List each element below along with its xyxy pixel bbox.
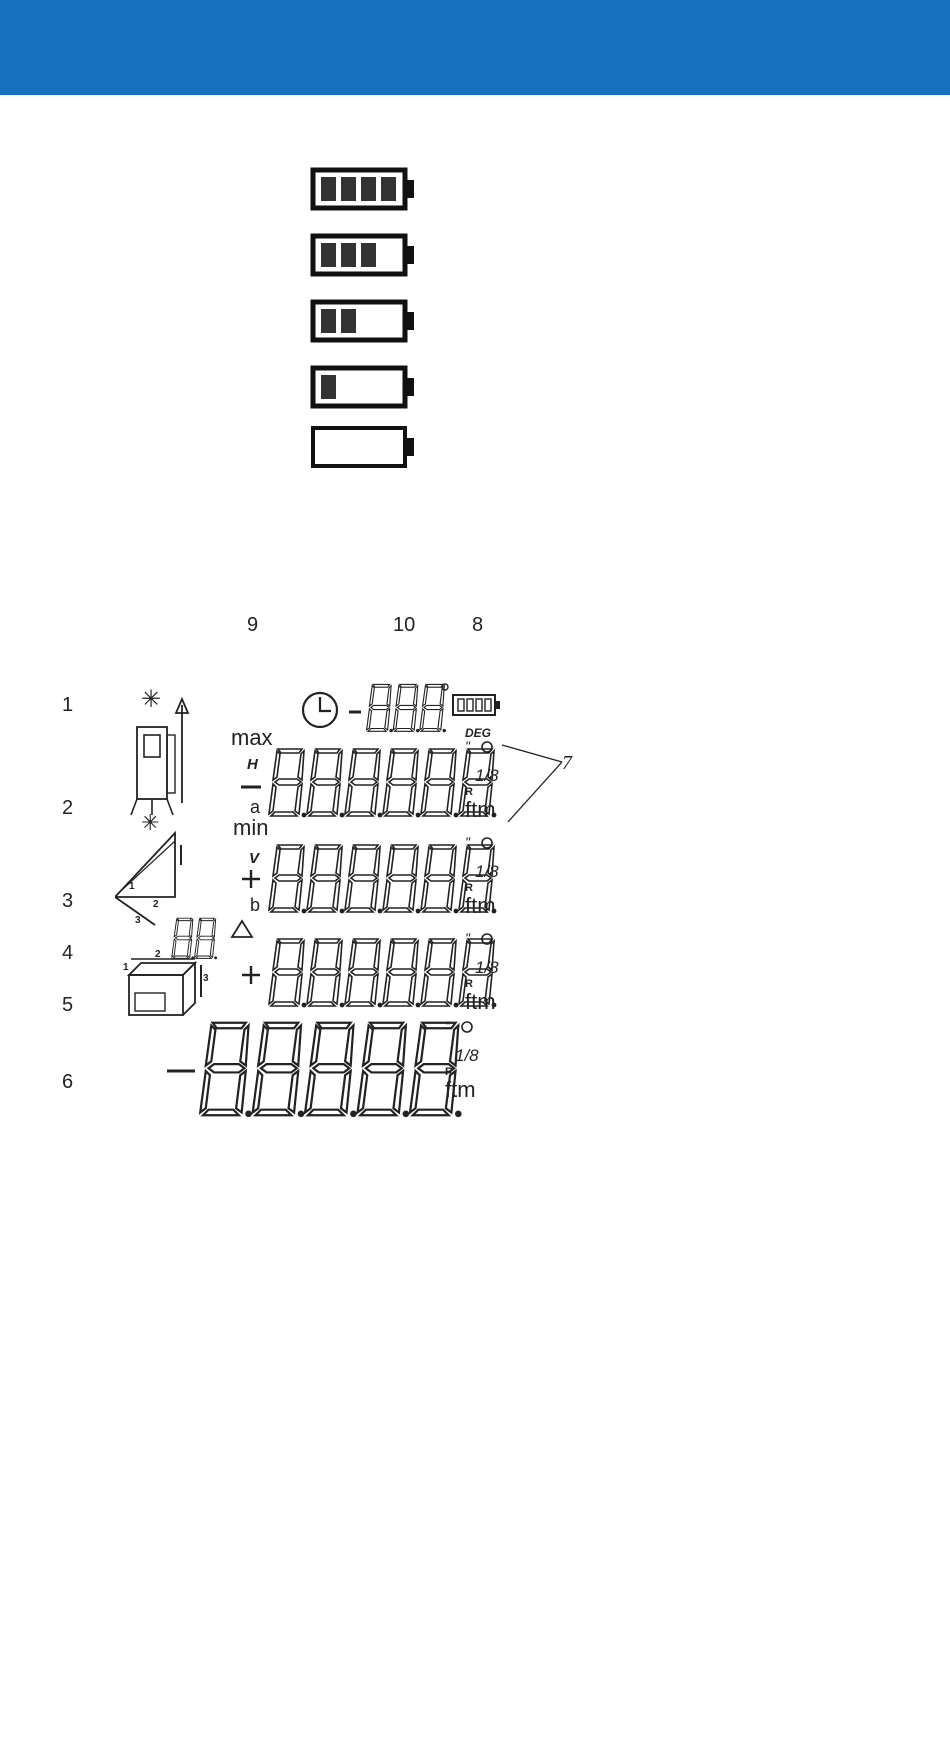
svg-text:1: 1 <box>129 881 135 892</box>
callout-6: 6 <box>62 1071 73 1094</box>
device-reference-icon: ✳ ✳ <box>131 686 188 835</box>
svg-text:2: 2 <box>153 899 159 910</box>
callout-5: 5 <box>62 994 73 1017</box>
delta-icon <box>232 921 252 937</box>
box-volume-icon: 1 2 3 <box>123 949 209 1015</box>
callout-1: 1 <box>62 694 73 717</box>
row1-digits <box>269 749 496 817</box>
row4-digits <box>200 1023 461 1117</box>
timer-digits <box>367 684 446 732</box>
h-label: H <box>247 756 259 773</box>
counter-digits <box>172 918 217 959</box>
svg-text:2: 2 <box>155 949 161 960</box>
row3-plus-sign <box>242 966 260 984</box>
callout-3: 3 <box>62 890 73 913</box>
battery-icon-low <box>310 364 420 417</box>
svg-text:3: 3 <box>203 973 209 984</box>
min-label: min <box>233 815 268 840</box>
lcd-battery-icon <box>453 695 500 715</box>
svg-text:✳: ✳ <box>141 810 159 835</box>
svg-text:1: 1 <box>123 962 129 973</box>
battery-icon-empty <box>310 424 420 477</box>
row2-plus-sign <box>242 870 260 888</box>
a-label: a <box>250 797 261 817</box>
battery-icon-three-quarter <box>310 232 420 285</box>
timer-icon <box>303 693 337 727</box>
svg-text:✳: ✳ <box>141 686 161 713</box>
callout-10: 10 <box>393 614 415 637</box>
svg-text:3: 3 <box>135 915 141 926</box>
lcd-svg: " 1/8 R ftm ✳ ✳ <box>115 675 525 1135</box>
max-label: max <box>231 725 273 750</box>
callout-2: 2 <box>62 797 73 820</box>
battery-icon-half <box>310 298 420 351</box>
b-label: b <box>250 895 260 915</box>
triangle-measure-icon: 1 2 3 <box>115 833 181 926</box>
row3-digits <box>269 939 496 1007</box>
battery-icon-full <box>310 166 420 219</box>
callout-8: 8 <box>472 614 483 637</box>
lcd-display-diagram: " 1/8 R ftm ✳ ✳ <box>115 675 525 1135</box>
row2-digits <box>269 845 496 913</box>
callout-9: 9 <box>247 614 258 637</box>
header-bar <box>0 0 950 95</box>
callout-4: 4 <box>62 942 73 965</box>
v-label: V <box>249 850 261 867</box>
